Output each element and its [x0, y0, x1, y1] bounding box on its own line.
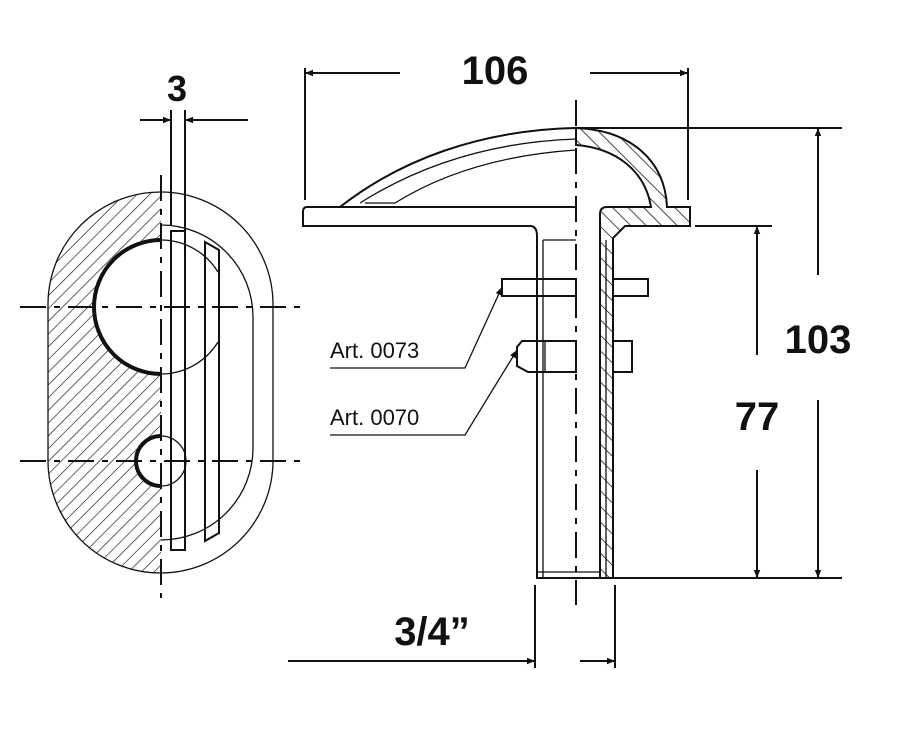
side-section-view: 106 103 77 3/4” Art. 0073 Art. 0070 [288, 49, 851, 668]
slot-2 [204, 240, 220, 543]
dome-section [575, 126, 691, 579]
dim-pipe-height: 77 [735, 395, 780, 439]
dim-width: 106 [462, 49, 529, 93]
hatched-section [48, 191, 161, 574]
large-hole-edge [92, 238, 162, 376]
front-view: 3 [20, 68, 300, 598]
inner-outline [160, 224, 254, 541]
dim-thread: 3/4” [394, 610, 470, 654]
label-art-0070: Art. 0070 [330, 405, 419, 430]
washer [501, 278, 577, 297]
nut [516, 340, 577, 373]
label-art-0073: Art. 0073 [330, 338, 419, 363]
dim-total-height: 103 [785, 318, 852, 362]
dim-slot-width: 3 [167, 68, 187, 109]
slot-1 [170, 230, 186, 551]
